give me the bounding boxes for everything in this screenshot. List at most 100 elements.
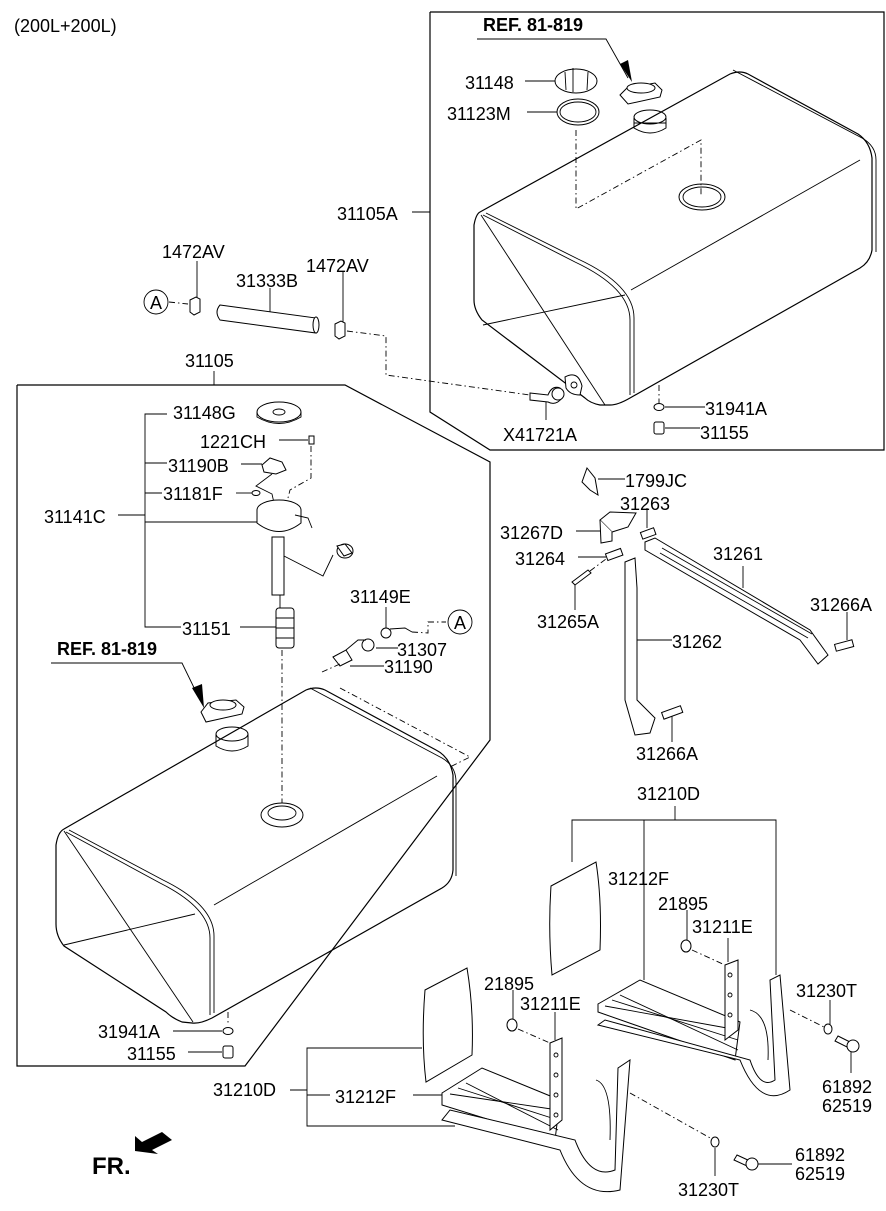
lower-tank-frame: 31105: [16, 351, 491, 1067]
label-62519-lower: 62519: [795, 1164, 845, 1184]
sender-gasket-31148G: 31148G: [173, 401, 302, 424]
step-bracket-31211E-lower: 31211E: [520, 994, 581, 1132]
label-31212F-upper: 31212F: [608, 869, 669, 889]
sender-assembly-bracket: 31141C: [44, 413, 258, 628]
callout-a-top[interactable]: A: [143, 289, 169, 315]
upper-tank-body: [473, 69, 877, 406]
hose-31333B: 31333B: [216, 271, 320, 334]
label-1472AV-left: 1472AV: [162, 242, 225, 262]
label-31190: 31190: [384, 657, 433, 677]
step-bolt-upper: 61892 62519: [822, 1035, 872, 1116]
bracket-clip-1799JC: 1799JC: [581, 466, 687, 497]
label-31264: 31264: [515, 549, 565, 569]
fitting-X41721A: X41721A: [503, 386, 577, 445]
nut-21895-upper: 21895: [658, 894, 726, 966]
strap-pin-31266A-bottom: 31266A: [636, 705, 698, 764]
label-31105A: 31105A: [337, 204, 398, 224]
front-label: FR.: [92, 1153, 131, 1180]
label-31210D-lower: 31210D: [213, 1080, 276, 1100]
strap-31261: 31261: [644, 537, 829, 665]
front-arrow-icon: [135, 1132, 172, 1154]
ref-lower: REF. 81-819: [51, 639, 204, 708]
step-bracket-31211E-upper: 31211E: [692, 917, 753, 1042]
label-31210D-upper: 31210D: [637, 784, 700, 804]
label-31307: 31307: [397, 640, 447, 660]
ref-upper-label: REF. 81-819: [483, 15, 583, 35]
front-direction-indicator: FR.: [92, 1132, 172, 1180]
label-31181F: 31181F: [163, 484, 223, 504]
clip-1472AV-left: 1472AV: [162, 242, 225, 316]
callout-a-top-label: A: [150, 293, 162, 313]
bracket-cover-31267D: 31267D: [500, 511, 637, 544]
clip-31181F: 31181F: [163, 484, 261, 504]
label-31262: 31262: [672, 632, 722, 652]
label-31123M: 31123M: [447, 104, 511, 124]
union-seal-31307: 31307: [361, 638, 447, 660]
label-31148: 31148: [465, 73, 514, 93]
label-31212F-lower: 31212F: [335, 1087, 396, 1107]
mud-flap-lower: [422, 967, 473, 1083]
label-31941A-lower: 31941A: [98, 1022, 160, 1042]
label-1221CH: 1221CH: [200, 432, 266, 452]
label-31211E-upper: 31211E: [692, 917, 753, 937]
filler-cap-lower: [200, 699, 249, 752]
label-31265A: 31265A: [537, 612, 599, 632]
filler-cap-upper: [619, 82, 663, 105]
callout-a-bottom-label: A: [454, 613, 466, 633]
label-31155-upper: 31155: [700, 423, 749, 443]
label-31941A-upper: 31941A: [705, 399, 767, 419]
label-31211E-lower: 31211E: [520, 994, 581, 1014]
step-plate-31212F-lower: 31212F: [335, 1059, 631, 1193]
label-61892-upper: 61892: [822, 1077, 872, 1097]
label-31230T-upper: 31230T: [796, 981, 857, 1001]
diagram-title: (200L+200L): [14, 16, 117, 36]
nut-21895-lower: 21895: [484, 974, 551, 1044]
label-62519-upper: 62519: [822, 1096, 872, 1116]
ref-upper-arrow-icon: [620, 60, 632, 82]
step-assembly-upper-bracket: 31210D: [571, 784, 777, 980]
bracket-spacer-31264: 31264: [515, 547, 624, 569]
label-31151: 31151: [182, 619, 231, 639]
label-31266A-right: 31266A: [810, 595, 872, 615]
label-31333B: 31333B: [236, 271, 298, 291]
label-31261: 31261: [713, 544, 763, 564]
label-31263: 31263: [620, 494, 670, 514]
step-assembly-lower-bracket: 31210D: [213, 1047, 455, 1127]
label-31148G: 31148G: [173, 403, 236, 423]
gasket-31123M: 31123M: [447, 98, 600, 126]
label-31105: 31105: [185, 351, 234, 371]
label-31267D: 31267D: [500, 523, 563, 543]
cap-31148: 31148: [465, 68, 598, 94]
ref-lower-arrow-icon: [192, 684, 204, 708]
bracket-pin-31263: 31263: [620, 494, 670, 540]
screw-1221CH: 1221CH: [200, 432, 315, 511]
label-X41721A: X41721A: [503, 425, 577, 445]
label-31230T-lower: 31230T: [678, 1180, 739, 1200]
label-31149E: 31149E: [350, 587, 411, 607]
step-washer-31230T-upper: 31230T: [789, 981, 857, 1035]
label-1472AV-right: 1472AV: [306, 256, 369, 276]
strap-pin-31266A-right: 31266A: [810, 595, 872, 652]
upper-tank-label-group: 31105A: [337, 204, 430, 224]
label-31141C: 31141C: [44, 507, 106, 527]
label-31155-lower: 31155: [127, 1044, 176, 1064]
label-31190B: 31190B: [168, 456, 229, 476]
label-21895-upper: 21895: [658, 894, 708, 914]
bracket-bolt-31265A: 31265A: [537, 558, 607, 632]
washer-31941A-upper: 31941A: [653, 385, 767, 419]
step-bolt-lower: 61892 62519: [733, 1145, 845, 1184]
lower-tank-body: [55, 687, 471, 1024]
label-31266A-bottom: 31266A: [636, 744, 698, 764]
label-21895-lower: 21895: [484, 974, 534, 994]
mud-flap-upper: [549, 861, 601, 976]
ref-lower-label: REF. 81-819: [57, 639, 157, 659]
washer-31941A-lower: 31941A: [98, 1022, 234, 1042]
filler-neck-upper: [633, 109, 667, 134]
union-washer-31149E: 31149E: [350, 587, 446, 639]
label-1799JC: 1799JC: [625, 471, 687, 491]
callout-a-bottom[interactable]: A: [447, 609, 473, 635]
label-61892-lower: 61892: [795, 1145, 845, 1165]
ref-upper: REF. 81-819: [477, 15, 632, 82]
strap-31262: 31262: [624, 557, 722, 736]
